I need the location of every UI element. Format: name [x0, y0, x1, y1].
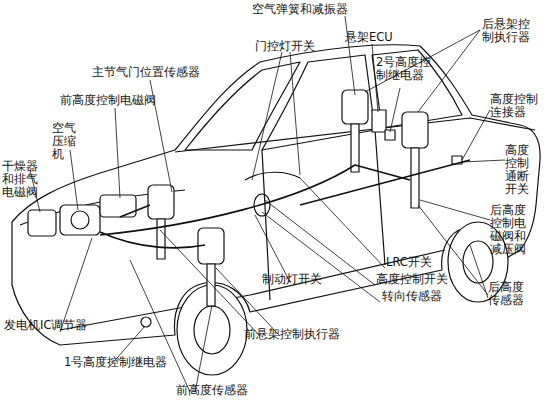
windshield — [185, 62, 300, 150]
air-pipe — [100, 160, 470, 248]
front-strut — [148, 185, 224, 306]
part-label: 发电机IC调节器 — [4, 319, 114, 332]
part-label: 门控灯开关 — [255, 40, 335, 53]
part-label: 后高度控制电磁阀和减压阀 — [490, 204, 530, 256]
part-label: 2号高度控制继电器 — [376, 56, 436, 82]
air-compressor — [28, 195, 136, 236]
part-label: 制动灯开关 — [262, 273, 342, 286]
part-label: 前高度传感器 — [176, 384, 266, 397]
part-label: 前高度控制电磁阀 — [60, 94, 180, 107]
part-label: 主节气门位置传感器 — [92, 66, 222, 79]
part-label: 后高度传感器 — [488, 281, 530, 307]
part-label: 高度控制通断开关 — [505, 144, 533, 196]
part-label: 干燥器和排气电磁阀 — [2, 160, 42, 199]
part-label: LRC开关 — [386, 256, 466, 269]
part-label: 1号高度控制继电器 — [64, 356, 194, 369]
part-label: 前悬架控制执行器 — [244, 328, 364, 341]
part-label: 后悬架控制执行器 — [482, 18, 532, 44]
door-line — [262, 130, 385, 300]
part-label: 转向传感器 — [382, 290, 462, 303]
suspension-ecu — [372, 110, 386, 132]
leader-lines — [30, 16, 505, 392]
relay-1 — [141, 317, 151, 327]
part-label: 高度控制连接器 — [490, 93, 542, 119]
part-label: 空气压缩机 — [52, 122, 80, 161]
part-label: 高度控制开关 — [376, 273, 466, 286]
part-label: 悬架ECU — [345, 31, 415, 44]
part-label: 空气弹簧和减振器 — [252, 3, 362, 16]
car-body — [12, 45, 540, 345]
